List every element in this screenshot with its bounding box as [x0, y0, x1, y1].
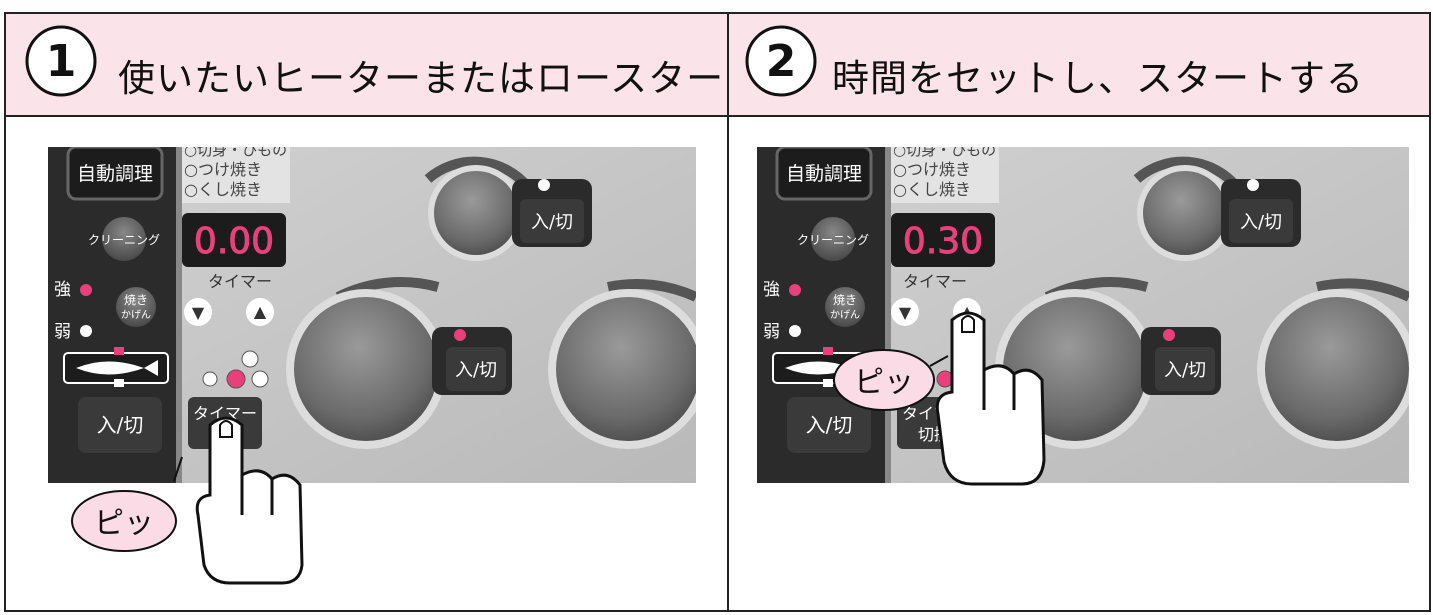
grill-level-label-2: かげん: [121, 309, 151, 321]
step2-number-badge: 2: [745, 25, 817, 97]
step1-header: [6, 14, 727, 117]
auto-cook-label: 自動調理: [77, 163, 153, 185]
step2-number: 2: [766, 36, 797, 87]
column-divider: [727, 12, 729, 612]
timer-down-button: ▼: [192, 303, 205, 322]
timer-up-button-2: ▲: [961, 302, 974, 321]
grill-level-label-2b: かげん: [830, 309, 860, 321]
left-burner-onoff-label: 入/切: [455, 360, 497, 381]
menu-option-1: ○切身・ひもの: [184, 147, 287, 159]
roaster-onoff-label-2: 入/切: [806, 413, 853, 437]
timer-down-button-2: ▼: [899, 303, 912, 322]
left-burner-onoff-label-2: 入/切: [1164, 360, 1206, 381]
small-burner-onoff-label-2: 入/切: [1240, 212, 1282, 233]
step1-control-panel: 自動調理 クリーニング 強 弱 焼き かげん 入/切 ○切身・ひもの ○つけ焼き: [48, 147, 696, 483]
strong-label-2: 強: [763, 280, 780, 300]
cleaning-label-2: クリーニング: [797, 233, 869, 247]
menu-option-1b: ○切身・ひもの: [893, 147, 996, 159]
grill-level-label-1b: 焼き: [833, 293, 857, 307]
step2-control-panel: 自動調理 クリーニング 強 弱 焼き かげん 入/切 ○切身・ひもの ○つけ焼き…: [757, 147, 1409, 483]
timer-switch-label-2: 切換: [209, 425, 241, 444]
menu-option-2: ○つけ焼き: [184, 160, 262, 179]
step1-number: 1: [46, 36, 77, 87]
timer-switch-label-2b: 切換: [918, 425, 950, 444]
roaster-onoff-label: 入/切: [97, 413, 144, 437]
timer-label-2: タイマー: [903, 272, 967, 291]
menu-option-3b: ○くし焼き: [893, 180, 971, 199]
timer-switch-label-1b: タイマー: [902, 404, 966, 423]
menu-option-3: ○くし焼き: [184, 180, 262, 199]
small-burner-onoff-label: 入/切: [531, 212, 573, 233]
timer-switch-label-1: タイマー: [193, 404, 257, 423]
timer-up-button: ▲: [254, 302, 267, 321]
cleaning-label: クリーニング: [88, 233, 160, 247]
strong-label: 強: [54, 280, 71, 300]
step1-number-badge: 1: [25, 25, 97, 97]
timer-label: タイマー: [208, 272, 272, 291]
step1-title: 使いたいヒーターまたはロースターを選ぶ: [118, 57, 839, 100]
auto-cook-label-2: 自動調理: [786, 163, 862, 185]
grill-level-label-1: 焼き: [124, 293, 148, 307]
weak-label-2: 弱: [763, 322, 780, 342]
menu-option-2b: ○つけ焼き: [893, 160, 971, 179]
step2-title: 時間をセットし、スタートする: [832, 57, 1364, 100]
timer-display-2: 0.30: [903, 221, 983, 262]
step2-header: [729, 14, 1429, 117]
timer-display: 0.00: [194, 221, 274, 262]
weak-label: 弱: [54, 322, 71, 342]
